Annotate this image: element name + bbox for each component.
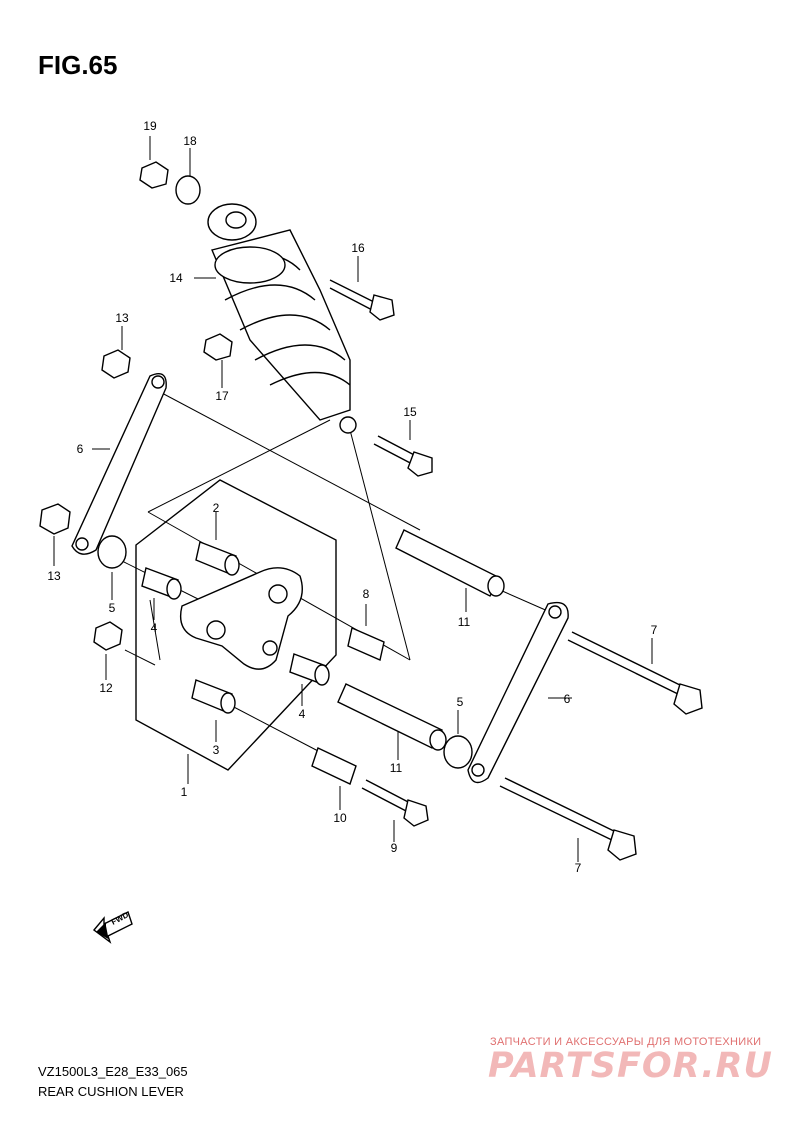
washer-5-right <box>443 735 473 769</box>
watermark-tagline: ЗАПЧАСТИ И АКСЕССУАРЫ ДЛЯ МОТОТЕХНИКИ <box>490 1036 762 1048</box>
callout-17: 17 <box>215 389 229 403</box>
nut-19 <box>139 161 169 189</box>
nut-12 <box>93 621 123 651</box>
bolt-7-lower <box>499 777 637 861</box>
callout-4-left: 4 <box>151 621 158 635</box>
diagram-code: VZ1500L3_E28_E33_065 <box>38 1064 188 1079</box>
nut-13-lower <box>39 503 71 535</box>
callout-5-right: 5 <box>457 695 464 709</box>
shock-absorber <box>207 203 357 434</box>
bolt-7-upper <box>567 631 703 715</box>
fwd-arrow-icon: FWD <box>92 910 133 944</box>
callout-leaders <box>53 136 653 862</box>
figure-title: FIG.65 <box>38 50 118 80</box>
callout-1: 1 <box>181 785 188 799</box>
callout-5-left: 5 <box>109 601 116 615</box>
callout-9: 9 <box>391 841 398 855</box>
callout-19: 19 <box>143 119 157 133</box>
callout-16: 16 <box>351 241 365 255</box>
callout-13-lower: 13 <box>47 569 61 583</box>
callout-2: 2 <box>213 501 220 515</box>
washer-5-left <box>97 535 127 569</box>
diagram-name: REAR CUSHION LEVER <box>38 1084 184 1099</box>
spacer-11-upper <box>395 529 501 597</box>
bolt-15 <box>373 435 433 477</box>
washer-18 <box>175 175 201 205</box>
collar-10 <box>311 747 357 785</box>
lever-assembly-box <box>135 479 337 771</box>
callout-14: 14 <box>169 271 183 285</box>
cushion-lever <box>179 567 303 670</box>
callout-8: 8 <box>363 587 370 601</box>
callout-7-lower: 7 <box>575 861 582 875</box>
callout-4-right: 4 <box>299 707 306 721</box>
link-rod-6-right <box>467 601 569 784</box>
link-rod-6-left <box>71 373 167 555</box>
callout-11-lower: 11 <box>390 761 403 775</box>
watermark-logo: PARTSFOR.RU <box>488 1046 773 1086</box>
callout-6-right: 6 <box>564 692 571 706</box>
callout-15: 15 <box>403 405 417 419</box>
callout-12: 12 <box>99 681 113 695</box>
bolt-16 <box>329 279 395 321</box>
callout-18: 18 <box>183 134 197 148</box>
callout-10: 10 <box>333 811 347 825</box>
callout-labels: 1 2 3 4 4 5 5 6 6 7 7 8 9 10 11 11 12 13… <box>47 119 657 875</box>
bolt-9 <box>361 779 429 827</box>
callout-11-upper: 11 <box>458 615 471 629</box>
collar-8 <box>347 627 385 661</box>
callout-6-left: 6 <box>77 442 84 456</box>
callout-13-upper: 13 <box>115 311 129 325</box>
nut-13-upper <box>101 349 131 379</box>
callout-7-upper: 7 <box>651 623 658 637</box>
callout-3: 3 <box>213 743 220 757</box>
nut-17 <box>203 333 233 361</box>
spacer-11-lower <box>337 683 443 749</box>
